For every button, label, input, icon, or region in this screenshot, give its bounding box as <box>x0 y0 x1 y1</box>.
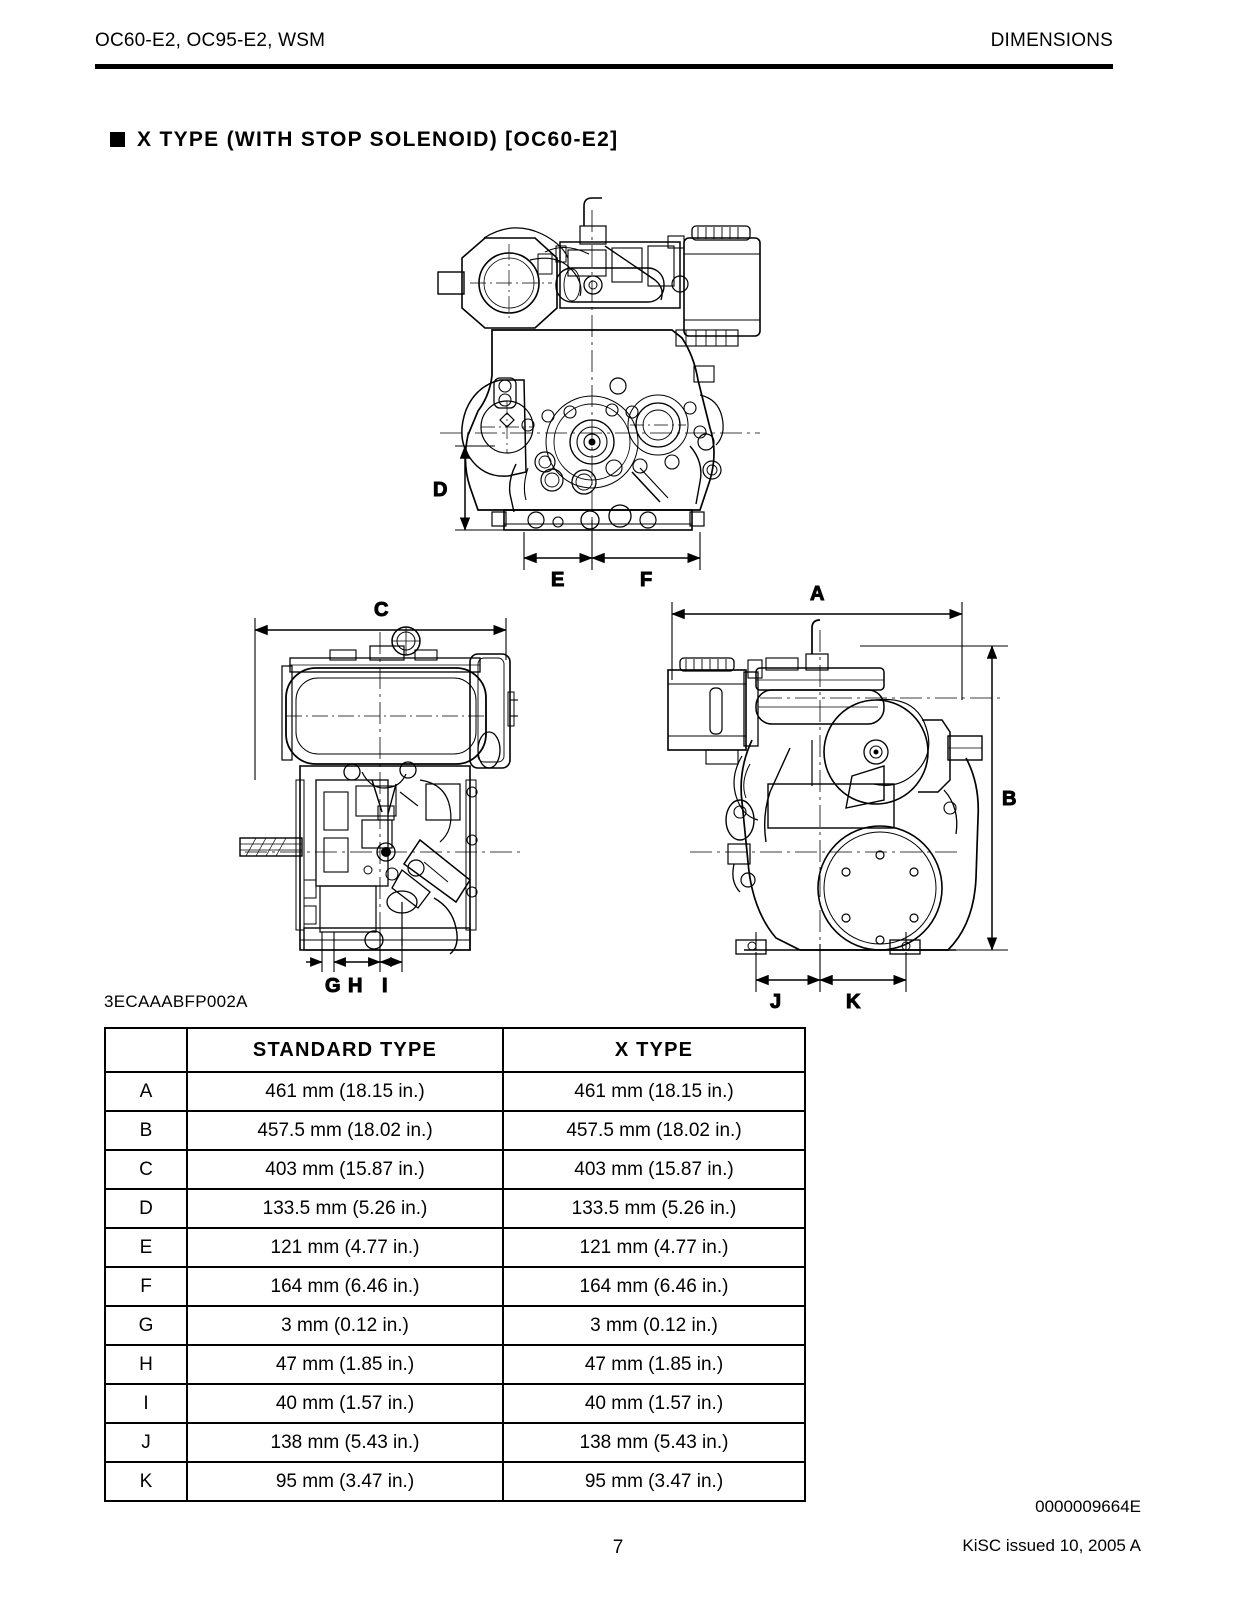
row-key: I <box>104 1383 188 1424</box>
page-header: OC60-E2, OC95-E2, WSM DIMENSIONS <box>95 30 1113 64</box>
row-standard-value: 40 mm (1.57 in.) <box>186 1383 504 1424</box>
side-view-dimensions: A B J K <box>671 583 1017 1014</box>
header-divider-rule <box>95 64 1113 69</box>
row-key: A <box>104 1071 188 1112</box>
dimension-label-G: G <box>325 975 341 997</box>
row-standard-value: 138 mm (5.43 in.) <box>186 1422 504 1463</box>
row-standard-value: 403 mm (15.87 in.) <box>186 1149 504 1190</box>
row-xtype-value: 461 mm (18.15 in.) <box>502 1071 806 1112</box>
table-header-key <box>104 1027 188 1073</box>
table-row: G 3 mm (0.12 in.) 3 mm (0.12 in.) <box>104 1305 806 1346</box>
table-row: I 40 mm (1.57 in.) 40 mm (1.57 in.) <box>104 1383 806 1424</box>
front-view-dimensions: D E F <box>433 445 701 592</box>
dimension-label-A: A <box>810 583 824 605</box>
top-plan-view <box>239 626 520 970</box>
footer-document-code: 0000009664E <box>1035 1497 1141 1516</box>
row-key: H <box>104 1344 188 1385</box>
dimension-label-J: J <box>770 991 781 1013</box>
row-key: K <box>104 1461 188 1502</box>
page-number: 7 <box>612 1537 624 1558</box>
row-key: C <box>104 1149 188 1190</box>
header-model-text: OC60-E2, OC95-E2, WSM <box>95 30 326 51</box>
section-heading: X TYPE (WITH STOP SOLENOID) [OC60-E2] <box>110 128 618 152</box>
row-xtype-value: 47 mm (1.85 in.) <box>502 1344 806 1385</box>
table-row: A 461 mm (18.15 in.) 461 mm (18.15 in.) <box>104 1071 806 1112</box>
row-xtype-value: 138 mm (5.43 in.) <box>502 1422 806 1463</box>
dimension-label-E: E <box>551 569 564 591</box>
table-header-row: STANDARD TYPE X TYPE <box>104 1027 806 1073</box>
dimension-label-C: C <box>374 599 388 621</box>
row-key: B <box>104 1110 188 1151</box>
dimension-label-B: B <box>1002 788 1016 810</box>
engine-dimension-drawings: D E F <box>0 180 1236 1020</box>
row-standard-value: 461 mm (18.15 in.) <box>186 1071 504 1112</box>
row-standard-value: 133.5 mm (5.26 in.) <box>186 1188 504 1229</box>
side-elevation-view <box>667 619 1000 970</box>
table-row: J 138 mm (5.43 in.) 138 mm (5.43 in.) <box>104 1422 806 1463</box>
drawing-reference-code: 3ECAAABFP002A <box>104 992 248 1011</box>
row-standard-value: 3 mm (0.12 in.) <box>186 1305 504 1346</box>
row-standard-value: 47 mm (1.85 in.) <box>186 1344 504 1385</box>
row-xtype-value: 40 mm (1.57 in.) <box>502 1383 806 1424</box>
row-xtype-value: 133.5 mm (5.26 in.) <box>502 1188 806 1229</box>
row-standard-value: 95 mm (3.47 in.) <box>186 1461 504 1502</box>
table-row: H 47 mm (1.85 in.) 47 mm (1.85 in.) <box>104 1344 806 1385</box>
front-elevation-view <box>437 197 761 531</box>
dimension-label-F: F <box>640 569 652 591</box>
page-footer: 0000009664E KiSC issued 10, 2005 A <box>962 1498 1141 1554</box>
table-row: B 457.5 mm (18.02 in.) 457.5 mm (18.02 i… <box>104 1110 806 1151</box>
header-section-text: DIMENSIONS <box>990 30 1113 51</box>
filled-square-icon <box>110 132 125 147</box>
row-standard-value: 457.5 mm (18.02 in.) <box>186 1110 504 1151</box>
table-row: D 133.5 mm (5.26 in.) 133.5 mm (5.26 in.… <box>104 1188 806 1229</box>
row-standard-value: 121 mm (4.77 in.) <box>186 1227 504 1268</box>
row-key: G <box>104 1305 188 1346</box>
footer-issue-text: KiSC issued 10, 2005 A <box>962 1536 1141 1555</box>
row-xtype-value: 95 mm (3.47 in.) <box>502 1461 806 1502</box>
row-xtype-value: 3 mm (0.12 in.) <box>502 1305 806 1346</box>
table-row: K 95 mm (3.47 in.) 95 mm (3.47 in.) <box>104 1461 806 1502</box>
dimension-label-D: D <box>433 479 447 501</box>
top-view-dimensions: C G H I <box>254 599 507 998</box>
row-xtype-value: 164 mm (6.46 in.) <box>502 1266 806 1307</box>
dimension-label-I: I <box>382 975 388 997</box>
row-key: J <box>104 1422 188 1463</box>
dimensions-table: STANDARD TYPE X TYPE A 461 mm (18.15 in.… <box>104 1027 806 1502</box>
row-xtype-value: 121 mm (4.77 in.) <box>502 1227 806 1268</box>
row-xtype-value: 457.5 mm (18.02 in.) <box>502 1110 806 1151</box>
row-key: D <box>104 1188 188 1229</box>
dimension-label-H: H <box>348 975 362 997</box>
table-row: E 121 mm (4.77 in.) 121 mm (4.77 in.) <box>104 1227 806 1268</box>
dimension-label-K: K <box>846 991 861 1013</box>
row-xtype-value: 403 mm (15.87 in.) <box>502 1149 806 1190</box>
row-key: F <box>104 1266 188 1307</box>
row-standard-value: 164 mm (6.46 in.) <box>186 1266 504 1307</box>
table-header-standard-type: STANDARD TYPE <box>186 1027 504 1073</box>
row-key: E <box>104 1227 188 1268</box>
table-body: A 461 mm (18.15 in.) 461 mm (18.15 in.) … <box>104 1071 806 1502</box>
table-header-x-type: X TYPE <box>502 1027 806 1073</box>
table-row: C 403 mm (15.87 in.) 403 mm (15.87 in.) <box>104 1149 806 1190</box>
section-heading-label: X TYPE (WITH STOP SOLENOID) [OC60-E2] <box>137 128 619 151</box>
table-row: F 164 mm (6.46 in.) 164 mm (6.46 in.) <box>104 1266 806 1307</box>
